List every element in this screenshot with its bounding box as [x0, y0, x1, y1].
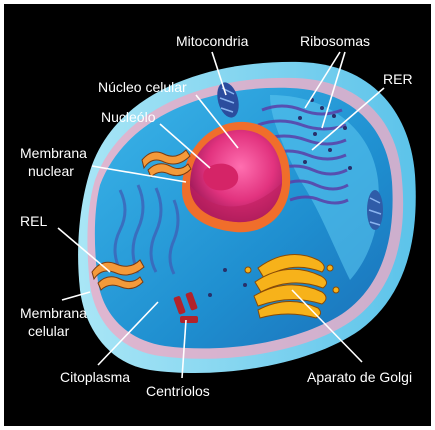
label-nucleo-celular: Núcleo celular [98, 79, 187, 95]
label-membrana-celular-line2: celular [28, 323, 70, 339]
label-nucleolo: Nucleólo [101, 109, 156, 125]
label-mitocondria: Mitocondria [176, 33, 249, 49]
label-ribosomas: Ribosomas [300, 33, 370, 49]
label-citoplasma: Citoplasma [60, 369, 130, 385]
label-rel: REL [20, 213, 47, 229]
label-centriolos: Centríolos [146, 383, 210, 399]
label-aparato-golgi: Aparato de Golgi [307, 369, 412, 385]
label-membrana-celular-line1: Membrana [20, 305, 87, 321]
label-membrana-nuclear-line2: nuclear [28, 163, 74, 179]
label-membrana-nuclear-line1: Membrana [20, 145, 87, 161]
label-rer: RER [383, 71, 413, 87]
